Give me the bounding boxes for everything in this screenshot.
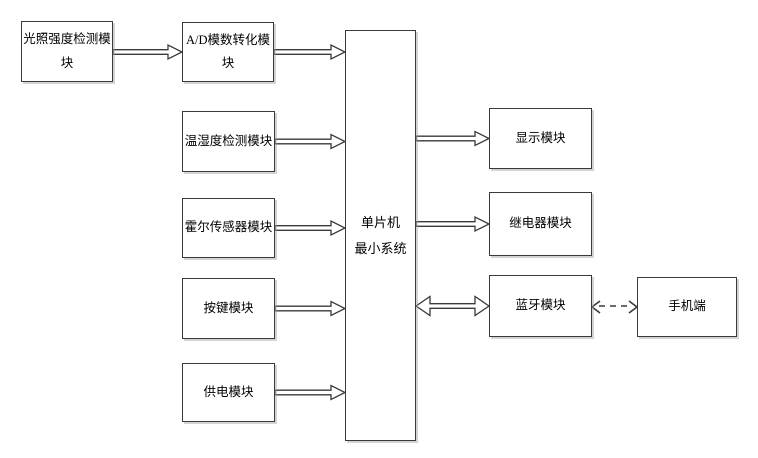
node-hall-sensor-module: 霍尔传感器模块 [182, 198, 275, 258]
node-label: 继电器模块 [509, 216, 572, 231]
node-display-module: 显示模块 [489, 108, 592, 169]
node-label: 蓝牙模块 [515, 298, 566, 313]
node-label: 温湿度检测模块 [184, 133, 273, 148]
node-label: 供电模块 [203, 384, 254, 399]
node-label: 霍尔传感器模块 [184, 220, 273, 235]
arrow-light-to-ad [112, 43, 184, 61]
arrow-mcu-to-display [415, 130, 491, 147]
node-temp-humidity-detect-module: 温湿度检测模块 [182, 111, 275, 172]
arrow-power-to-mcu [274, 384, 347, 401]
node-light-intensity-detect-module: 光照强度检测模块 [21, 21, 113, 82]
node-label-line2: 最小系统 [354, 240, 407, 256]
arrow-hall-to-mcu [274, 219, 347, 237]
node-label: A/D模数转化模块 [185, 32, 271, 70]
arrow-mcu-to-bt [414, 295, 491, 317]
arrow-key-to-mcu [274, 300, 347, 317]
node-mobile-phone: 手机端 [637, 277, 737, 337]
node-ad-converter-module: A/D模数转化模块 [182, 22, 274, 82]
node-bluetooth-module: 蓝牙模块 [489, 275, 592, 337]
node-label: 按键模块 [203, 300, 254, 315]
arrow-bt-to-phone [590, 300, 639, 314]
node-power-supply-module: 供电模块 [182, 363, 275, 422]
arrow-mcu-to-relay [415, 215, 491, 233]
node-mcu-minimum-system: 单片机 最小系统 [345, 30, 416, 441]
arrow-temp-to-mcu [274, 133, 347, 150]
node-label: 手机端 [668, 299, 706, 314]
node-label: 光照强度检测模块 [23, 32, 111, 70]
node-button-module: 按键模块 [182, 278, 275, 339]
node-label: 显示模块 [515, 130, 566, 145]
node-relay-module: 继电器模块 [489, 192, 592, 256]
arrow-ad-to-mcu [273, 43, 347, 61]
node-label-line1: 单片机 [360, 215, 400, 231]
